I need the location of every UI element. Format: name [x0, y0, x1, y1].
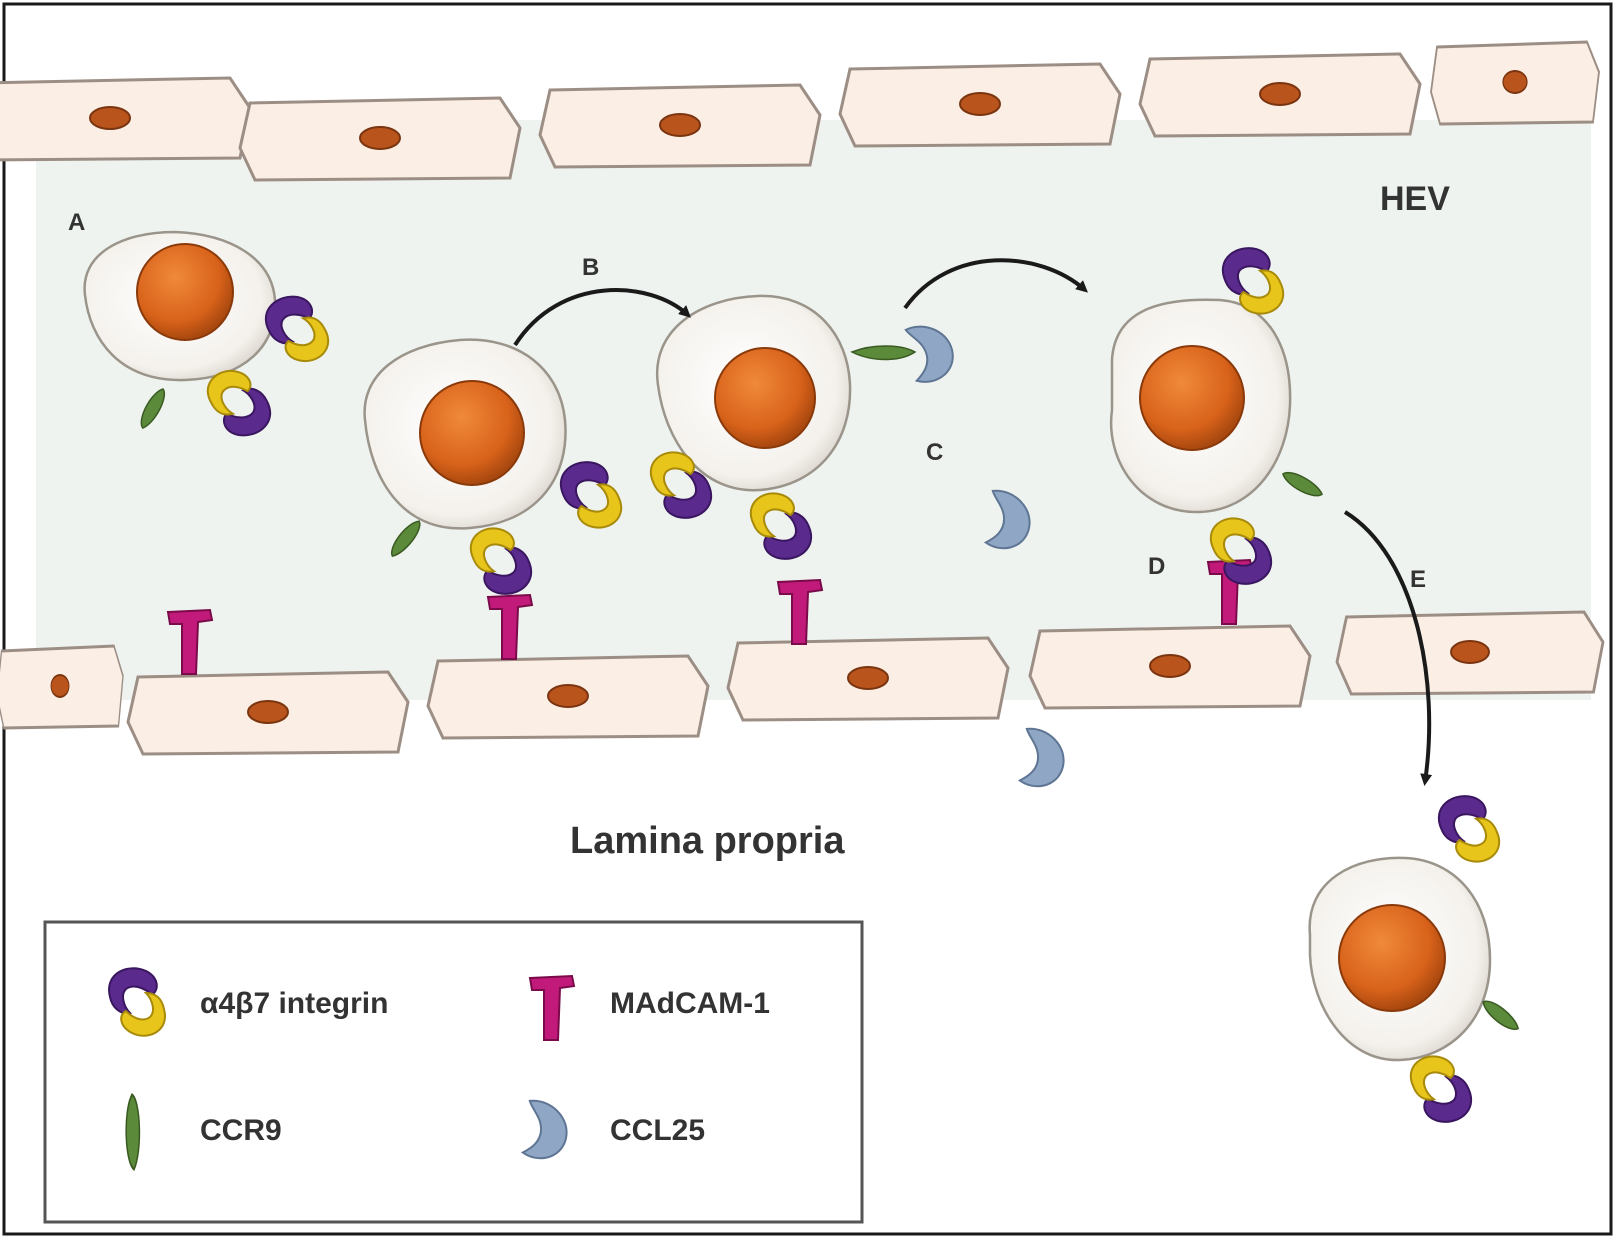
- legend-label: α4β7 integrin: [200, 987, 388, 1020]
- legend-label: CCL25: [610, 1114, 705, 1147]
- lymphocyte-a: [83, 230, 277, 382]
- lymphocyte-nucleus: [136, 243, 234, 341]
- step-label-c: C: [926, 439, 943, 466]
- step-e-arrow: [1343, 510, 1433, 786]
- endothelial-cell: [0, 644, 125, 730]
- ccr9-icon: [124, 1093, 141, 1171]
- endothelial-cell: [126, 670, 410, 756]
- legend-label: MAdCAM-1: [610, 987, 770, 1020]
- endothelial-cell: [0, 76, 252, 162]
- endothelial-cell: [538, 83, 822, 169]
- step-c-arrow: [903, 258, 1088, 310]
- step-label-a: A: [68, 209, 85, 236]
- step-label-b: B: [582, 254, 599, 281]
- endothelial-cell: [726, 636, 1010, 722]
- lymphocyte-nucleus: [419, 380, 525, 486]
- legend-box: [43, 920, 864, 1224]
- lymphocyte-b-activated: [655, 294, 852, 492]
- vessel-label: HEV: [1380, 180, 1450, 218]
- lymphocyte-e-migrated: [1308, 856, 1492, 1062]
- lymphocyte-d-arrested: [1109, 298, 1292, 514]
- tissue-label: Lamina propria: [570, 820, 845, 862]
- legend-item-ccl25: CCL25: [519, 1098, 705, 1164]
- endothelial-cell: [1028, 624, 1312, 710]
- lymphocyte-nucleus: [1338, 904, 1446, 1012]
- ccr9-molecule: [850, 345, 917, 361]
- legend-item-integrin: α4β7 integrin: [108, 967, 388, 1037]
- endothelial-cell: [426, 654, 710, 740]
- step-label-e: E: [1410, 566, 1426, 593]
- endothelial-cell: [1335, 610, 1605, 696]
- legend-item-madcam1: MAdCAM-1: [529, 975, 770, 1041]
- endothelial-cell: [238, 96, 522, 182]
- step-label-d: D: [1148, 553, 1165, 580]
- lymphocyte-nucleus: [1139, 345, 1245, 451]
- lymphocyte-nucleus: [714, 347, 816, 449]
- step-b-arrow: [513, 288, 691, 347]
- lymphocyte-b-rolling: [363, 338, 567, 530]
- endothelial-cell: [838, 62, 1122, 148]
- endothelial-cell: [1429, 40, 1601, 126]
- legend-item-ccr9: CCR9: [124, 1093, 282, 1171]
- endothelial-cell: [1138, 52, 1422, 138]
- legend: α4β7 integrin MAdCAM-1 CCR9 CCL25: [43, 920, 864, 1224]
- legend-label: CCR9: [200, 1114, 282, 1147]
